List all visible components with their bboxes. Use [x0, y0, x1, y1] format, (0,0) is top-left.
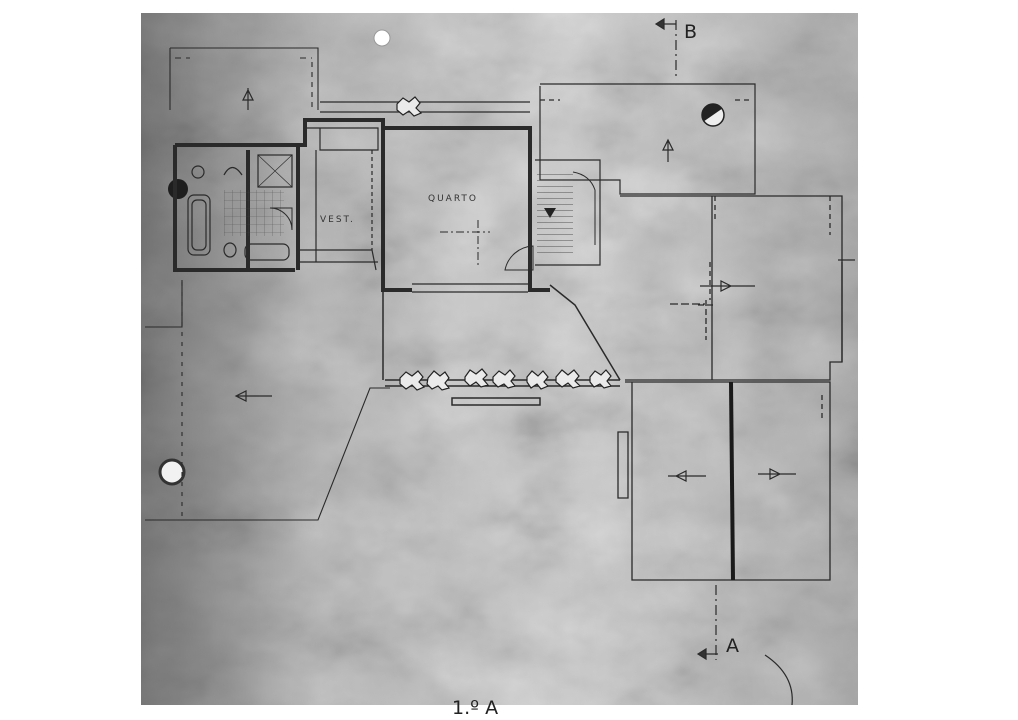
- pencil-mark: [764, 654, 793, 706]
- slope-arrow-icon: [242, 88, 254, 110]
- plant-icon: [399, 370, 426, 391]
- slope-arrow-icon: [234, 390, 272, 402]
- section-mark-b: B: [684, 21, 697, 43]
- door-swing: [504, 245, 534, 271]
- center-mark: [440, 220, 490, 268]
- section-line-b: [654, 17, 677, 80]
- plant-icon: [526, 370, 550, 390]
- slope-arrow-icon: [668, 470, 706, 482]
- slope-arrow-icon: [662, 138, 674, 162]
- bathroom-tiles: [224, 190, 284, 236]
- section-mark-a: A: [726, 635, 739, 657]
- site-boundaries: [145, 47, 390, 521]
- punch-hole-icon: [373, 29, 391, 47]
- room-label-vest: VEST.: [320, 215, 355, 225]
- plant-icon: [396, 96, 423, 117]
- punch-hole-icon: [158, 458, 186, 486]
- house-inner-lines: [300, 83, 756, 293]
- planter: [396, 96, 613, 391]
- plant-icon: [492, 369, 517, 389]
- plant-icon: [555, 369, 582, 389]
- floor-label: 1.º A: [452, 697, 498, 719]
- stair-arrow-icon: [544, 208, 556, 218]
- plant-icon: [589, 369, 613, 389]
- platform-divider: [729, 381, 735, 581]
- slope-arrow-icon: [758, 468, 796, 480]
- platforms: [617, 195, 855, 581]
- section-line-a: [696, 585, 718, 661]
- room-label-quarto: QUARTO: [428, 194, 478, 204]
- plant-icon: [426, 370, 451, 391]
- bathroom-fixtures: [187, 154, 293, 261]
- plant-icon: [464, 368, 490, 388]
- north-arrow-icon: [701, 103, 725, 127]
- slope-arrow-icon: [700, 280, 755, 292]
- paper: [141, 13, 858, 705]
- staircase: [537, 172, 573, 257]
- stair-handrail: [572, 171, 596, 245]
- punch-hole-icon: [168, 179, 188, 199]
